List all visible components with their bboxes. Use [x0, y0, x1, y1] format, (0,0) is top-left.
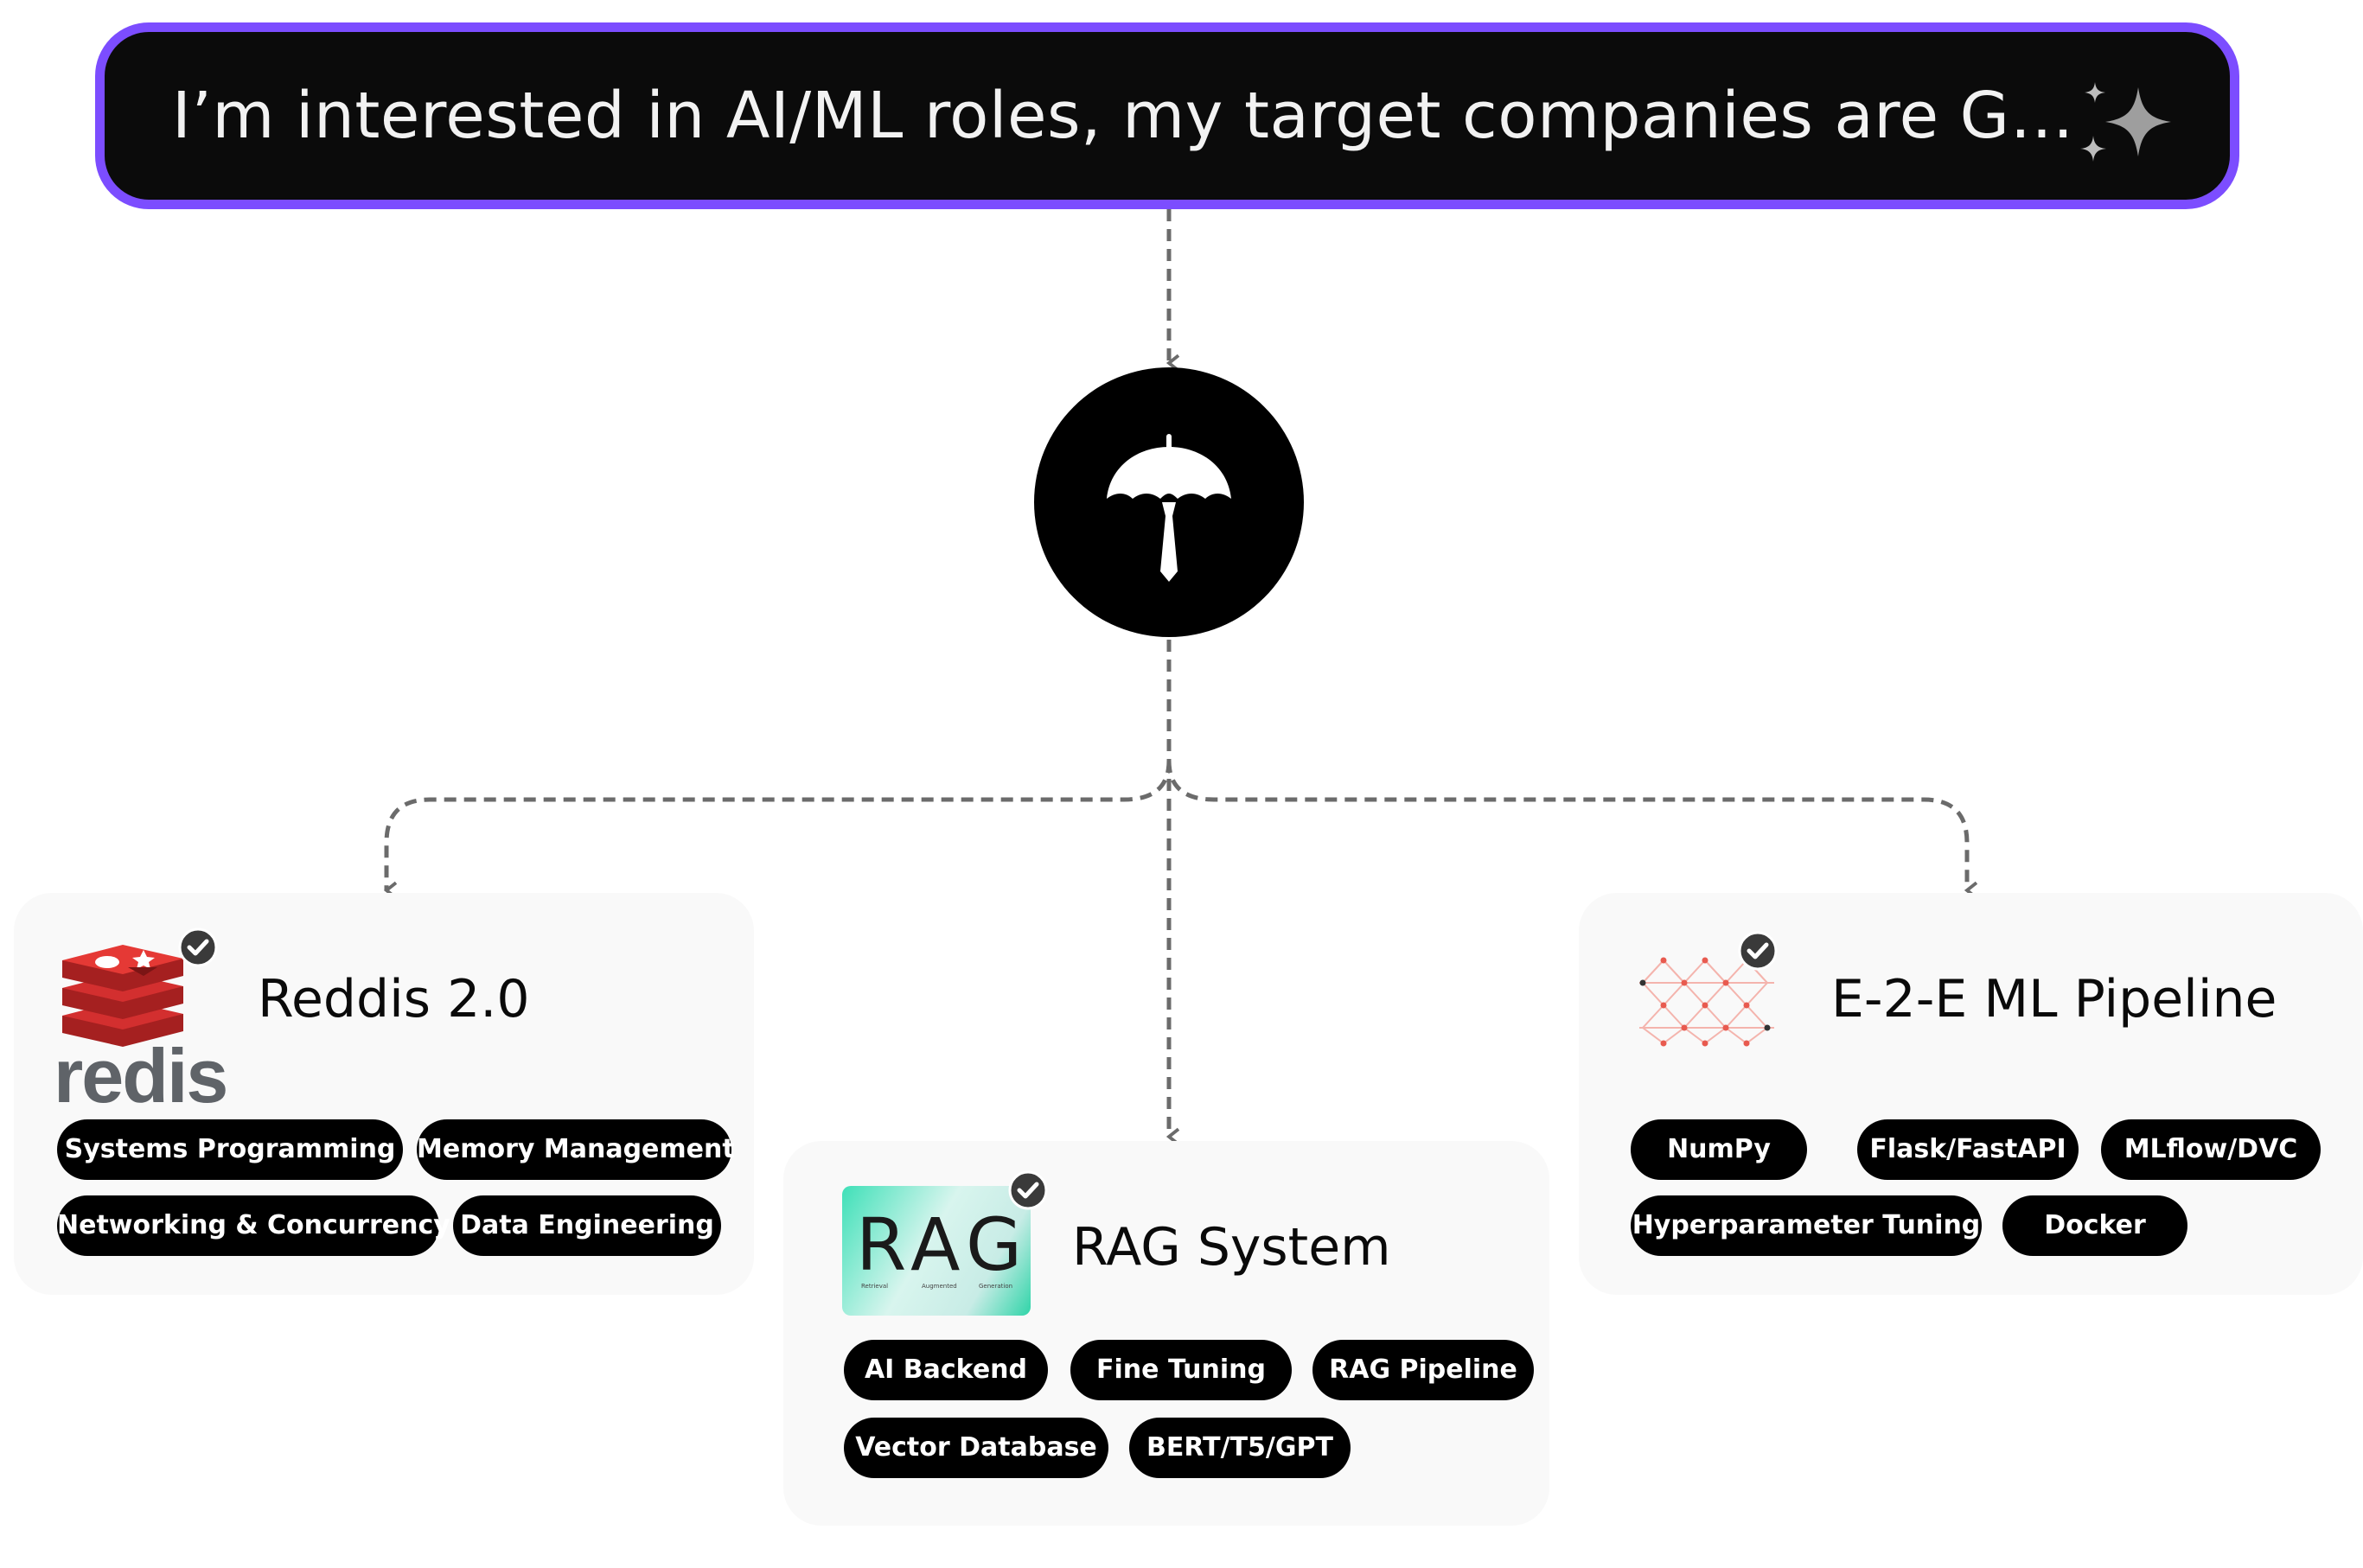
redis-wordmark: redis	[54, 1033, 228, 1119]
project-title-redis: Reddis 2.0	[258, 969, 530, 1029]
umbrella-tie-icon	[1107, 434, 1231, 582]
tag-ai-backend[interactable]: AI Backend	[844, 1340, 1048, 1400]
redis-logo: redis	[54, 929, 228, 1128]
redis-cube-icon	[62, 945, 183, 1047]
tag-flask-fastapi[interactable]: Flask/FastAPI	[1857, 1119, 2079, 1180]
hub-to-redis-connector	[383, 760, 1172, 900]
project-title-ml-pipeline: E-2-E ML Pipeline	[1831, 969, 2277, 1029]
tag-vector-database[interactable]: Vector Database	[844, 1418, 1108, 1478]
tag-rag-pipeline[interactable]: RAG Pipeline	[1312, 1340, 1534, 1400]
tag-hyperparameter-tuning[interactable]: Hyperparameter Tuning	[1631, 1195, 1982, 1256]
verified-badge-icon	[1008, 1170, 1048, 1210]
tag-data-engineering[interactable]: Data Engineering	[453, 1195, 721, 1256]
project-title-rag: RAG System	[1072, 1217, 1391, 1278]
rag-logo-subtitle-retrieval: Retrieval	[861, 1283, 889, 1290]
rag-logo: RAG Retrieval Augmented Generation	[842, 1186, 1031, 1316]
project-card-redis[interactable]: redis Reddis 2.0 Systems Programming Mem…	[14, 893, 754, 1295]
tag-bert-t5-gpt[interactable]: BERT/T5/GPT	[1129, 1418, 1351, 1478]
tag-memory-management[interactable]: Memory Management	[417, 1119, 735, 1180]
rag-logo-text: RAG	[856, 1202, 1030, 1287]
rag-logo-subtitle-generation: Generation	[979, 1283, 1013, 1290]
tag-mlflow-dvc[interactable]: MLflow/DVC	[2101, 1119, 2321, 1180]
hub-to-pipeline-connector	[1166, 760, 1978, 900]
prompt-text: I’m interested in AI/ML roles, my target…	[172, 79, 2074, 153]
tag-systems-programming[interactable]: Systems Programming	[57, 1119, 403, 1180]
tag-numpy[interactable]: NumPy	[1631, 1119, 1807, 1180]
verified-badge-icon	[178, 927, 218, 967]
tag-fine-tuning[interactable]: Fine Tuning	[1070, 1340, 1292, 1400]
project-card-ml-pipeline[interactable]: E-2-E ML Pipeline NumPy Flask/FastAPI ML…	[1579, 893, 2363, 1295]
rag-logo-subtitle-augmented: Augmented	[922, 1283, 957, 1290]
verified-badge-icon	[1738, 931, 1778, 971]
tag-networking-concurrency[interactable]: Networking & Concurrency	[57, 1195, 450, 1256]
prompt-input-bar[interactable]: I’m interested in AI/ML roles, my target…	[95, 22, 2239, 209]
agent-hub-node[interactable]	[1034, 367, 1304, 637]
tag-docker[interactable]: Docker	[2002, 1195, 2187, 1256]
project-card-rag[interactable]: RAG Retrieval Augmented Generation RAG S…	[783, 1141, 1549, 1526]
sparkle-icon[interactable]	[2076, 75, 2178, 169]
